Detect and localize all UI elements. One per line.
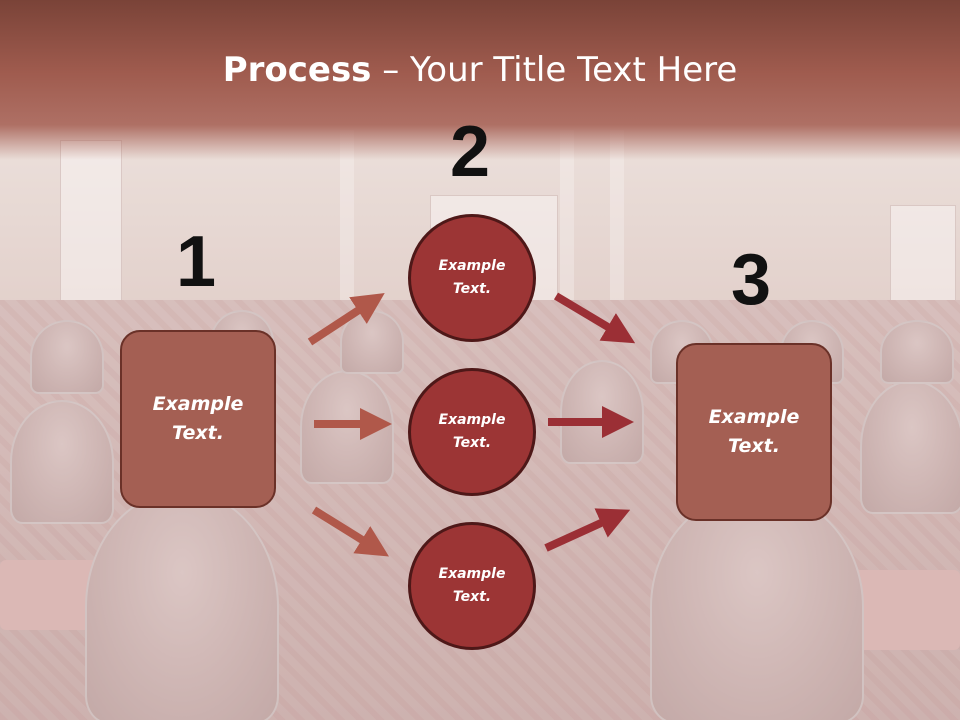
circle-text: Example Text. [438,566,506,605]
background-board [890,205,956,317]
title-bold: Process [222,50,372,90]
chair [650,490,864,720]
title-band [0,0,960,160]
step-2-circle-middle[interactable]: Example Text. [408,368,536,496]
background-window [60,140,122,312]
chair [85,490,279,720]
chair [30,320,104,394]
circle-text: Example Text. [438,412,506,451]
circle-text: Example Text. [438,258,506,297]
step-3-box[interactable]: Example Text. [676,343,832,521]
chair [880,320,954,384]
step-3-text: Example Text. [708,406,800,457]
step-number-1: 1 [176,222,217,302]
chair [10,400,114,524]
arrow-to-box-3-down [553,292,636,344]
step-number-2: 2 [450,112,491,192]
chair [860,380,960,514]
arrow-up-right [307,293,385,346]
slide-title: Process – Your Title Text Here [0,50,960,90]
step-2-circle-top[interactable]: Example Text. [408,214,536,342]
background-curtain [560,130,574,330]
step-1-text: Example Text. [152,393,244,444]
arrow-to-box-3-up [544,508,631,552]
title-rest: – Your Title Text Here [371,50,738,90]
background-curtain [340,130,354,330]
step-number-3: 3 [731,240,772,320]
arrow-down-right [311,506,389,557]
background-curtain [610,130,624,330]
step-1-box[interactable]: Example Text. [120,330,276,508]
step-2-circle-bottom[interactable]: Example Text. [408,522,536,650]
